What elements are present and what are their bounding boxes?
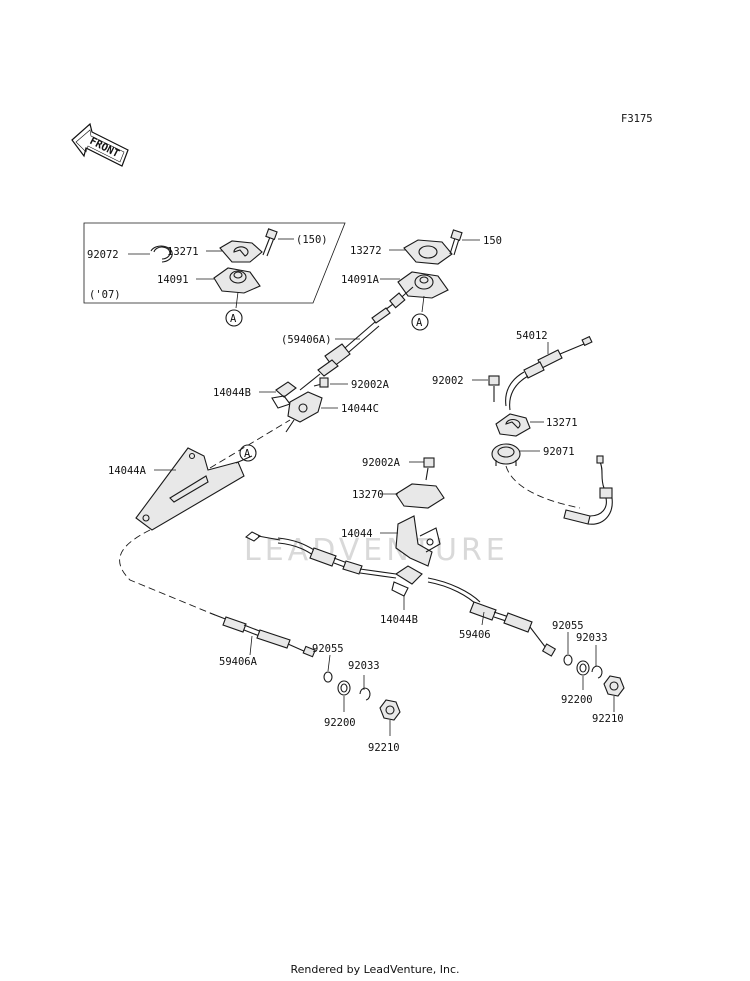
label-14044B-mid: 14044B (380, 614, 418, 626)
label-92055-left: 92055 (312, 643, 344, 655)
label-13272: 13272 (350, 245, 382, 257)
label-14044: 14044 (341, 528, 373, 540)
label-150: 150 (483, 235, 502, 247)
plate-13271-inset (219, 240, 263, 263)
plate-13270 (395, 483, 445, 509)
label-150-inset: (150) (296, 234, 328, 246)
label-13270: 13270 (352, 489, 384, 501)
label-54012: 54012 (516, 330, 548, 342)
label-92071: 92071 (543, 446, 575, 458)
bolt-inset (262, 228, 278, 257)
label-92210-right: 92210 (592, 713, 624, 725)
label-92002A-mid: 92002A (362, 457, 401, 469)
label-59406A: 59406A (219, 656, 258, 668)
label-14091: 14091 (157, 274, 189, 286)
gasket-13272 (403, 239, 453, 265)
label-92200-right: 92200 (561, 694, 593, 706)
figure-id: F3175 (621, 113, 653, 125)
callout-a-1: A (230, 313, 237, 325)
footer-credit: Rendered by LeadVenture, Inc. (290, 963, 460, 976)
front-arrow-icon: FRONT (71, 122, 129, 167)
lockwasher-92033-left (359, 687, 371, 701)
cable-59406A-lower (209, 612, 316, 658)
label-92033-right: 92033 (576, 632, 608, 644)
cap-92071 (491, 443, 521, 466)
bracket-14044C (285, 391, 323, 433)
inset-note: ('07) (89, 289, 121, 301)
bolt-150 (449, 229, 463, 256)
label-13271-inset: 13271 (167, 246, 199, 258)
o-ring-92055-left (323, 671, 333, 683)
label-14044A: 14044A (108, 465, 147, 477)
circlip-92072 (150, 245, 173, 263)
label-14044B-top: 14044B (213, 387, 251, 399)
nut-92210-left (379, 699, 401, 721)
bolt-92002A-top (313, 377, 329, 388)
holder-14091 (213, 267, 261, 294)
label-92210-left: 92210 (368, 742, 400, 754)
clamp-14044B-mid (391, 565, 423, 597)
bolt-92002 (488, 375, 500, 402)
bracket-14044 (395, 515, 441, 567)
label-13271: 13271 (546, 417, 578, 429)
label-14044C: 14044C (341, 403, 379, 415)
callout-a-3: A (244, 448, 251, 460)
label-59406A-top: (59406A) (281, 334, 332, 346)
label-59406: 59406 (459, 629, 491, 641)
parts-diagram: LEADVENTURE F3175 FRONT ('07) 92072 1327… (71, 113, 653, 754)
label-92002: 92002 (432, 375, 464, 387)
cable-59406 (427, 577, 557, 657)
lockwasher-92033-right (591, 665, 603, 679)
label-92072: 92072 (87, 249, 119, 261)
washer-92200-left (337, 680, 351, 696)
label-92033-left: 92033 (348, 660, 380, 672)
holder-14091A (397, 271, 449, 299)
cable-54012-end (563, 455, 613, 525)
callout-a-2: A (416, 317, 423, 329)
bolt-92002A-mid (423, 457, 435, 481)
nut-92210-right (603, 675, 625, 697)
o-ring-92055-right (563, 654, 573, 666)
label-92002A-top: 92002A (351, 379, 390, 391)
inset-frame (83, 222, 346, 304)
bracket-14044A (135, 447, 253, 531)
cable-54012 (505, 335, 593, 411)
plate-13271 (495, 413, 531, 437)
label-14091A: 14091A (341, 274, 380, 286)
cable-59406A-upper (299, 286, 414, 391)
label-92200-left: 92200 (324, 717, 356, 729)
washer-92200-right (576, 660, 590, 676)
label-92055-right: 92055 (552, 620, 584, 632)
cable-main-left (245, 531, 397, 579)
